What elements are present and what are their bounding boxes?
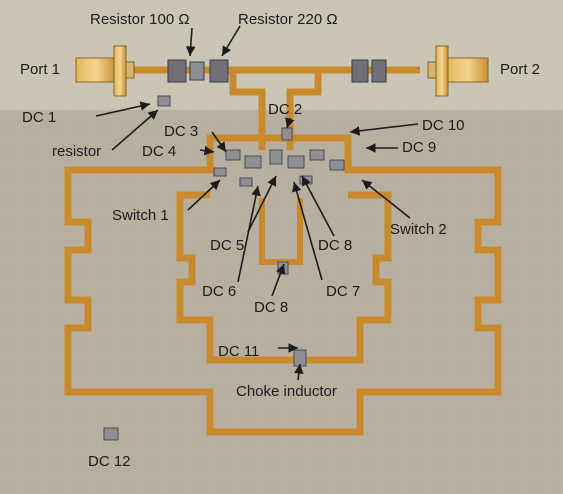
dc8-right-label: DC 8 [318, 237, 353, 254]
inner-loop-trace [176, 191, 392, 364]
outer-loop-trace [64, 134, 502, 436]
resistor-100-component [167, 59, 205, 83]
choke-inductor-label: Choke inductor [236, 383, 337, 400]
port1-connector-icon [75, 45, 135, 97]
dc6-label: DC 6 [202, 283, 237, 300]
dc10-label: DC 10 [422, 117, 465, 134]
switch2-label: Switch 2 [390, 221, 447, 238]
switch1-label: Switch 1 [112, 207, 169, 224]
dc4-label: DC 4 [142, 143, 177, 160]
right-feed-components [351, 59, 387, 83]
dc12-label: DC 12 [88, 453, 131, 470]
annotation-arrows [95, 25, 419, 381]
port1-label: Port 1 [20, 61, 61, 78]
dc11-label: DC 11 [218, 343, 260, 360]
port2-connector-icon [427, 45, 489, 97]
dc5-label: DC 5 [210, 237, 245, 254]
board-grid [0, 100, 563, 494]
resistor-100-label: Resistor 100 Ω [90, 11, 190, 28]
dc7-label: DC 7 [326, 283, 361, 300]
board-upper-region [0, 0, 563, 110]
port2-label: Port 2 [500, 61, 541, 78]
resistor-220-component [209, 59, 229, 83]
dc1-label: DC 1 [22, 109, 57, 126]
dc2-label: DC 2 [268, 101, 303, 118]
resistor-220-label: Resistor 220 Ω [238, 11, 338, 28]
dc3-label: DC 3 [164, 123, 199, 140]
dc9-label: DC 9 [402, 139, 437, 156]
resistor-label: resistor [52, 143, 102, 160]
dc8-bottom-label: DC 8 [254, 299, 289, 316]
